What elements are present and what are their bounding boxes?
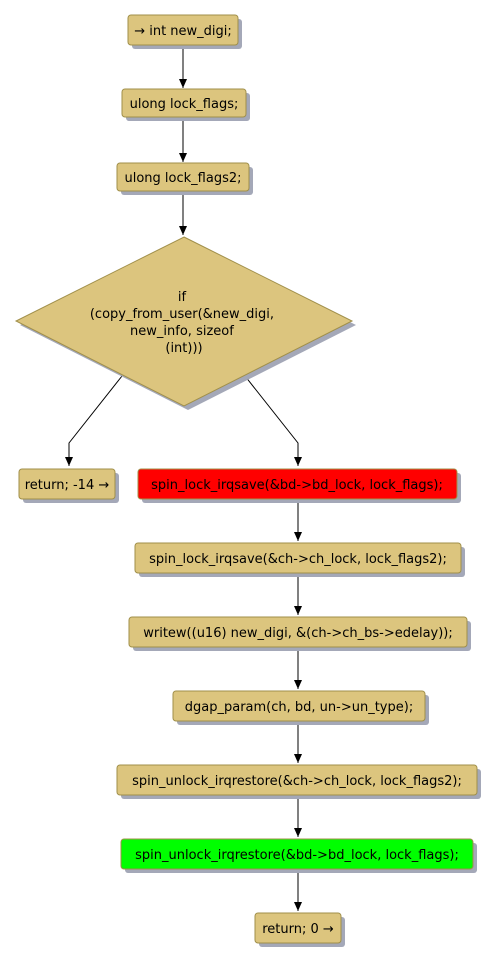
edge-decision-to-spin-lock-bd — [244, 375, 302, 466]
decision-line-2: (copy_from_user(&new_digi, — [90, 307, 274, 322]
node-spin-lock-bd: spin_lock_irqsave(&bd->bd_lock, lock_fla… — [137, 468, 461, 503]
node-writew: writew((u16) new_digi, &(ch->ch_bs->edel… — [128, 616, 471, 651]
node-lock-flags: ulong lock_flags; — [121, 88, 250, 121]
node-spin-unlock-bd-label: spin_unlock_irqrestore(&bd->bd_lock, loc… — [135, 848, 459, 863]
node-lock-flags-label: ulong lock_flags; — [130, 97, 239, 112]
decision-line-1: if — [178, 290, 187, 305]
node-return-fault: return; -14 → — [18, 468, 119, 503]
edge-decision-to-return-fault — [65, 375, 123, 466]
node-dgap-param: dgap_param(ch, bd, un->un_type); — [172, 690, 429, 725]
node-spin-lock-ch: spin_lock_irqsave(&ch->ch_lock, lock_fla… — [134, 542, 465, 577]
node-decision-label: if (copy_from_user(&new_digi, new_info, … — [90, 290, 278, 356]
node-decision: if (copy_from_user(&new_digi, new_info, … — [14, 236, 356, 410]
node-return-ok: return; 0 → — [254, 912, 345, 947]
node-lock-flags2-label: ulong lock_flags2; — [125, 171, 242, 186]
node-spin-unlock-bd: spin_unlock_irqrestore(&bd->bd_lock, loc… — [120, 838, 477, 873]
node-dgap-param-label: dgap_param(ch, bd, un->un_type); — [185, 700, 413, 715]
node-spin-lock-bd-label: spin_lock_irqsave(&bd->bd_lock, lock_fla… — [151, 478, 443, 493]
node-spin-unlock-ch-label: spin_unlock_irqrestore(&ch->ch_lock, loc… — [132, 774, 462, 789]
node-start: → int new_digi; — [127, 14, 242, 49]
decision-line-4: (int))) — [165, 341, 202, 356]
node-return-ok-label: return; 0 → — [262, 922, 334, 937]
node-spin-lock-ch-label: spin_lock_irqsave(&ch->ch_lock, lock_fla… — [149, 552, 447, 567]
node-lock-flags2: ulong lock_flags2; — [116, 162, 253, 195]
node-writew-label: writew((u16) new_digi, &(ch->ch_bs->edel… — [143, 626, 453, 641]
node-return-fault-label: return; -14 → — [25, 478, 110, 493]
decision-line-3: new_info, sizeof — [130, 324, 234, 339]
node-start-label: → int new_digi; — [134, 24, 232, 39]
node-spin-unlock-ch: spin_unlock_irqrestore(&ch->ch_lock, loc… — [116, 764, 481, 799]
edges — [65, 46, 302, 911]
